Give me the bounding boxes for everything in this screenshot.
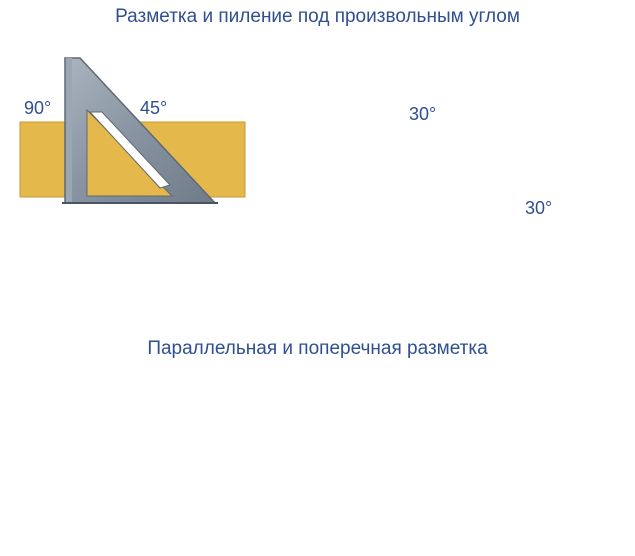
rafter-square	[62, 57, 218, 204]
title-parallel-marking: Параллельная и поперечная разметка	[147, 338, 488, 359]
angle-label-45: 45°	[140, 98, 168, 118]
angle-label-30-top: 30°	[409, 104, 437, 124]
angle-label-30-side: 30°	[525, 198, 553, 218]
angle-label-90: 90°	[24, 98, 52, 118]
title-angle-marking: Разметка и пиление под произвольным угло…	[115, 6, 520, 27]
panel-90-45	[19, 57, 246, 204]
